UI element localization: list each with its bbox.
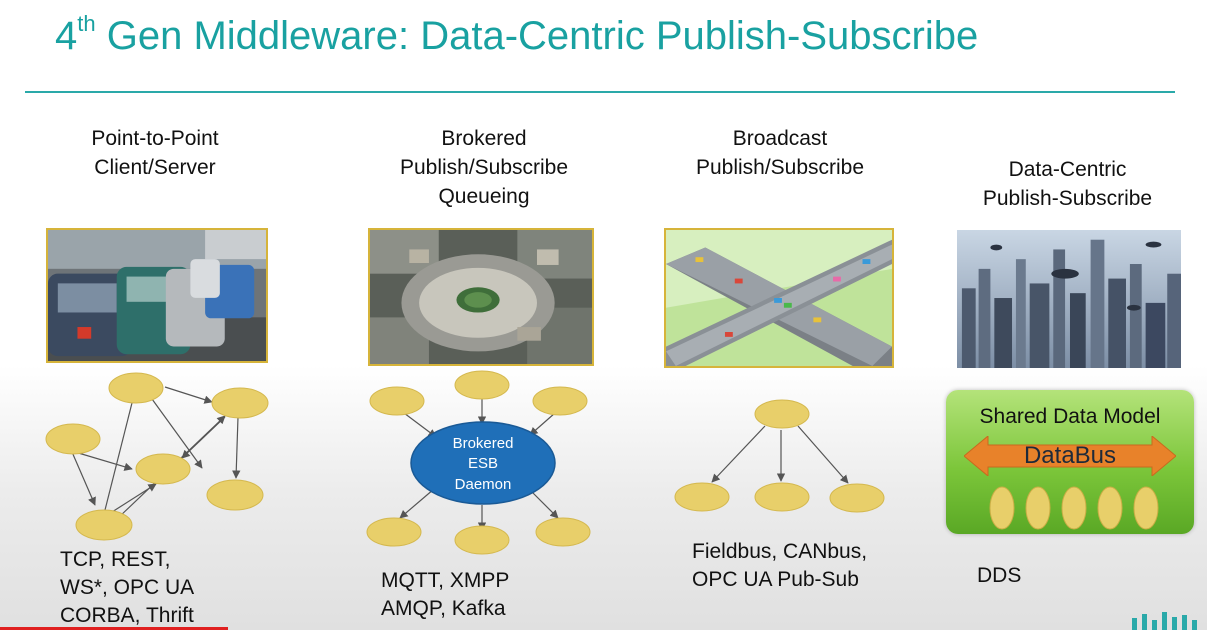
broker-client-nodes <box>366 370 591 555</box>
p2p-node <box>211 387 269 419</box>
video-progress-bar <box>0 627 228 630</box>
p2p-node <box>108 372 164 404</box>
heading-data-centric: Data-Centric Publish-Subscribe <box>982 158 1153 210</box>
broker-client-node <box>454 370 510 400</box>
broadcast-node <box>829 483 885 513</box>
roundabout-photo <box>368 228 594 366</box>
broker-label-3: Daemon <box>455 476 512 493</box>
databus-label: DataBus <box>1023 442 1117 469</box>
protocols-data-centric: DDS <box>977 564 1022 587</box>
futuristic-city-photo <box>955 228 1183 370</box>
broker-client-node <box>366 517 422 547</box>
broadcast-node <box>674 482 730 512</box>
broadcast-edges <box>711 425 849 484</box>
p2p-edges <box>71 386 241 519</box>
broker-label-2: ESB <box>468 455 498 472</box>
broadcast-source-node <box>754 399 810 429</box>
p2p-node <box>45 423 101 455</box>
broker-client-node <box>454 525 510 555</box>
slide-title: 4th Gen Middleware: Data-Centric Publish… <box>55 10 979 58</box>
broadcast-nodes <box>674 399 885 513</box>
protocols-brokered: MQTT, XMPP AMQP, Kafka <box>381 569 510 620</box>
corner-logo-fragment <box>1132 612 1197 630</box>
p2p-node <box>75 509 133 541</box>
databus-arrow <box>964 436 1176 476</box>
heading-brokered: Brokered Publish/Subscribe Queueing <box>399 127 569 208</box>
title-superscript: th <box>77 10 96 36</box>
shared-data-model-label: Shared Data Model <box>979 405 1161 428</box>
data-model-participants <box>989 486 1159 530</box>
traffic-jam-photo <box>46 228 268 363</box>
broadcast-node <box>754 482 810 512</box>
p2p-nodes <box>45 372 269 541</box>
protocols-point-to-point: TCP, REST, WS*, OPC UA CORBA, Thrift <box>60 548 195 627</box>
title-divider <box>25 91 1175 93</box>
broker-client-node <box>532 386 588 416</box>
broker-client-node <box>535 517 591 547</box>
broker-label-1: Brokered <box>453 435 514 452</box>
p2p-node <box>206 479 264 511</box>
protocols-broadcast: Fieldbus, CANbus, OPC UA Pub-Sub <box>692 540 868 591</box>
shared-data-model-box: Shared Data Model DataBus <box>946 390 1194 534</box>
heading-point-to-point: Point-to-Point Client/Server <box>91 127 219 179</box>
broker-client-node <box>369 386 425 416</box>
broker-edges <box>399 398 559 531</box>
p2p-node <box>135 453 191 485</box>
heading-broadcast: Broadcast Publish/Subscribe <box>695 127 865 179</box>
broker-daemon <box>410 421 556 505</box>
highway-intersection-photo <box>664 228 894 368</box>
